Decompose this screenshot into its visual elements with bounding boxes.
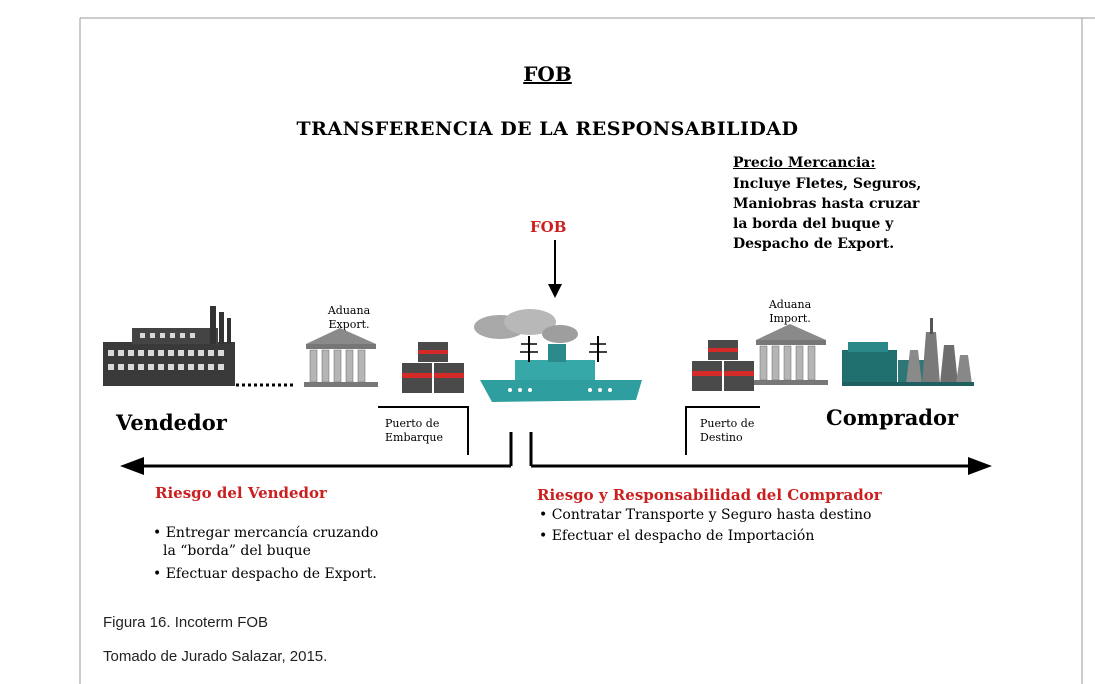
figure-caption: Figura 16. Incoterm FOB [103,614,269,631]
price-line: Incluye Fletes, Seguros, [733,176,922,192]
risk-divider [509,432,533,466]
ship-icon [474,309,642,402]
buyer-risk-heading: Riesgo y Responsabilidad del Comprador [537,486,882,504]
puerto-embarque-line: Embarque [385,431,443,444]
seller-risk-bullet: la “borda” del buque [163,543,311,559]
price-line: la borda del buque y [733,216,894,232]
buyer-risk-arrow [531,457,992,475]
containers-icon [692,340,754,391]
aduana-import-line: Aduana [768,298,812,311]
buyer-risk-bullet: • Contratar Transporte y Seguro hasta de… [539,507,872,523]
buyer-risk-bullet: • Efectuar el despacho de Importación [539,528,815,544]
price-heading: Precio Mercancia: [733,155,876,171]
figure-source: Tomado de Jurado Salazar, 2015. [103,648,328,665]
diagram-title: FOB [523,62,572,86]
fob-marker-label: FOB [530,218,567,236]
aduana-export-line: Export. [328,318,370,331]
comprador-label: Comprador [826,405,959,430]
puerto-destino-label: Puerto de Destino [700,417,754,445]
aduana-import-line: Import. [769,312,811,325]
price-line: Maniobras hasta cruzar [733,196,920,212]
down-arrow-icon [548,240,562,298]
puerto-destino-line: Puerto de [700,417,755,430]
seller-risk-bullet: • Efectuar despacho de Export. [153,566,377,582]
plant-icon [842,318,974,386]
customs-building-icon [754,324,828,385]
port-marker [378,406,760,455]
diagram-subtitle: TRANSFERENCIA DE LA RESPONSABILIDAD [296,118,799,140]
price-line: Despacho de Export. [733,236,895,252]
seller-risk-bullet: • Entregar mercancía cruzando [153,525,379,541]
seller-risk-arrow [120,457,511,475]
customs-building-icon [304,328,378,387]
containers-icon [402,342,464,393]
vendedor-label: Vendedor [116,410,227,435]
factory-icon [103,306,296,387]
aduana-export-label: Aduana Export. [321,304,377,332]
seller-risk-heading: Riesgo del Vendedor [155,484,327,502]
aduana-import-label: Aduana Import. [762,298,818,326]
aduana-export-line: Aduana [327,304,371,317]
puerto-embarque-label: Puerto de Embarque [385,417,443,445]
puerto-embarque-line: Puerto de [385,417,440,430]
puerto-destino-line: Destino [700,431,743,444]
